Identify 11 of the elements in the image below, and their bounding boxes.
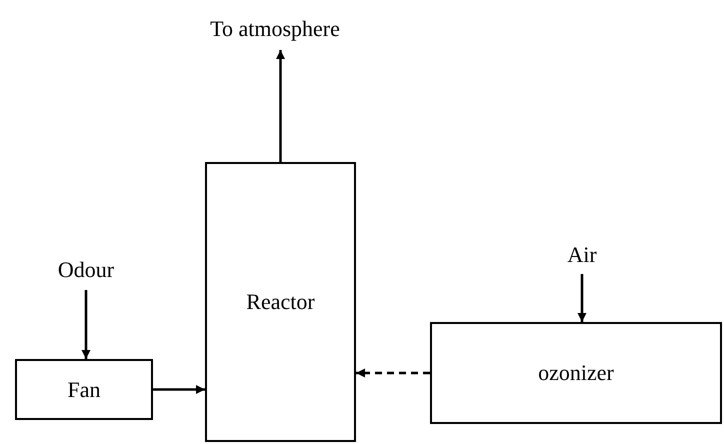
flow-label: To atmosphere <box>160 12 390 46</box>
arrow <box>356 368 430 378</box>
flow-label: Odour <box>40 254 132 286</box>
arrow <box>82 290 90 359</box>
arrow <box>578 274 586 322</box>
process-box: ozonizer <box>430 322 722 424</box>
arrow <box>153 385 205 394</box>
process-box: Reactor <box>205 162 356 442</box>
arrow <box>276 50 285 162</box>
process-box: Fan <box>15 359 153 420</box>
flow-label: Air <box>552 240 612 270</box>
